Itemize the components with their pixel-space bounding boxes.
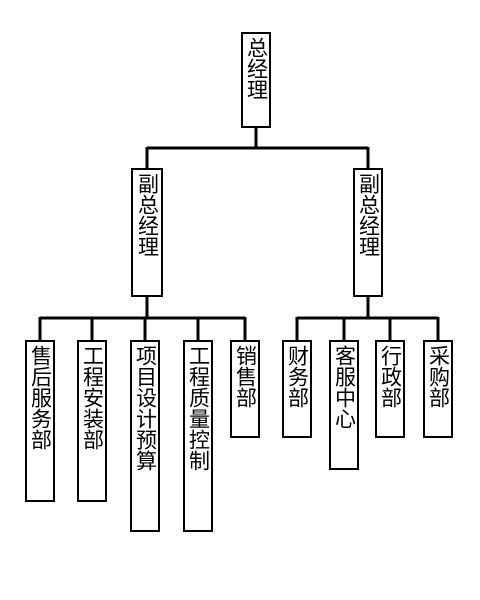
node-deputy-left[interactable]: 副总经理: [131, 168, 163, 297]
node-label: 总经理: [244, 37, 269, 100]
node-dept-installation[interactable]: 工程安装部: [77, 340, 107, 502]
node-label: 客服中心: [332, 345, 357, 429]
node-label: 售后服务部: [28, 345, 53, 450]
node-label: 副总经理: [135, 173, 160, 257]
node-deputy-right[interactable]: 副总经理: [353, 168, 383, 297]
node-label: 项目设计预算: [133, 345, 158, 471]
node-dept-procurement[interactable]: 采购部: [423, 340, 453, 438]
node-dept-customer-service[interactable]: 客服中心: [329, 340, 359, 470]
node-dept-after-sales[interactable]: 售后服务部: [25, 340, 55, 502]
node-label: 工程质量控制: [186, 345, 211, 471]
node-dept-administration[interactable]: 行政部: [375, 340, 405, 438]
node-dept-quality-control[interactable]: 工程质量控制: [183, 340, 213, 532]
node-label: 工程安装部: [80, 345, 105, 450]
node-general-manager[interactable]: 总经理: [241, 32, 271, 128]
node-dept-finance[interactable]: 财务部: [282, 340, 312, 438]
node-label: 采购部: [426, 345, 451, 408]
node-label: 财务部: [285, 345, 310, 408]
node-label: 行政部: [378, 345, 403, 408]
node-dept-design-budget[interactable]: 项目设计预算: [130, 340, 160, 532]
node-dept-sales[interactable]: 销售部: [230, 340, 260, 438]
node-label: 销售部: [233, 345, 258, 408]
node-label: 副总经理: [356, 173, 381, 257]
